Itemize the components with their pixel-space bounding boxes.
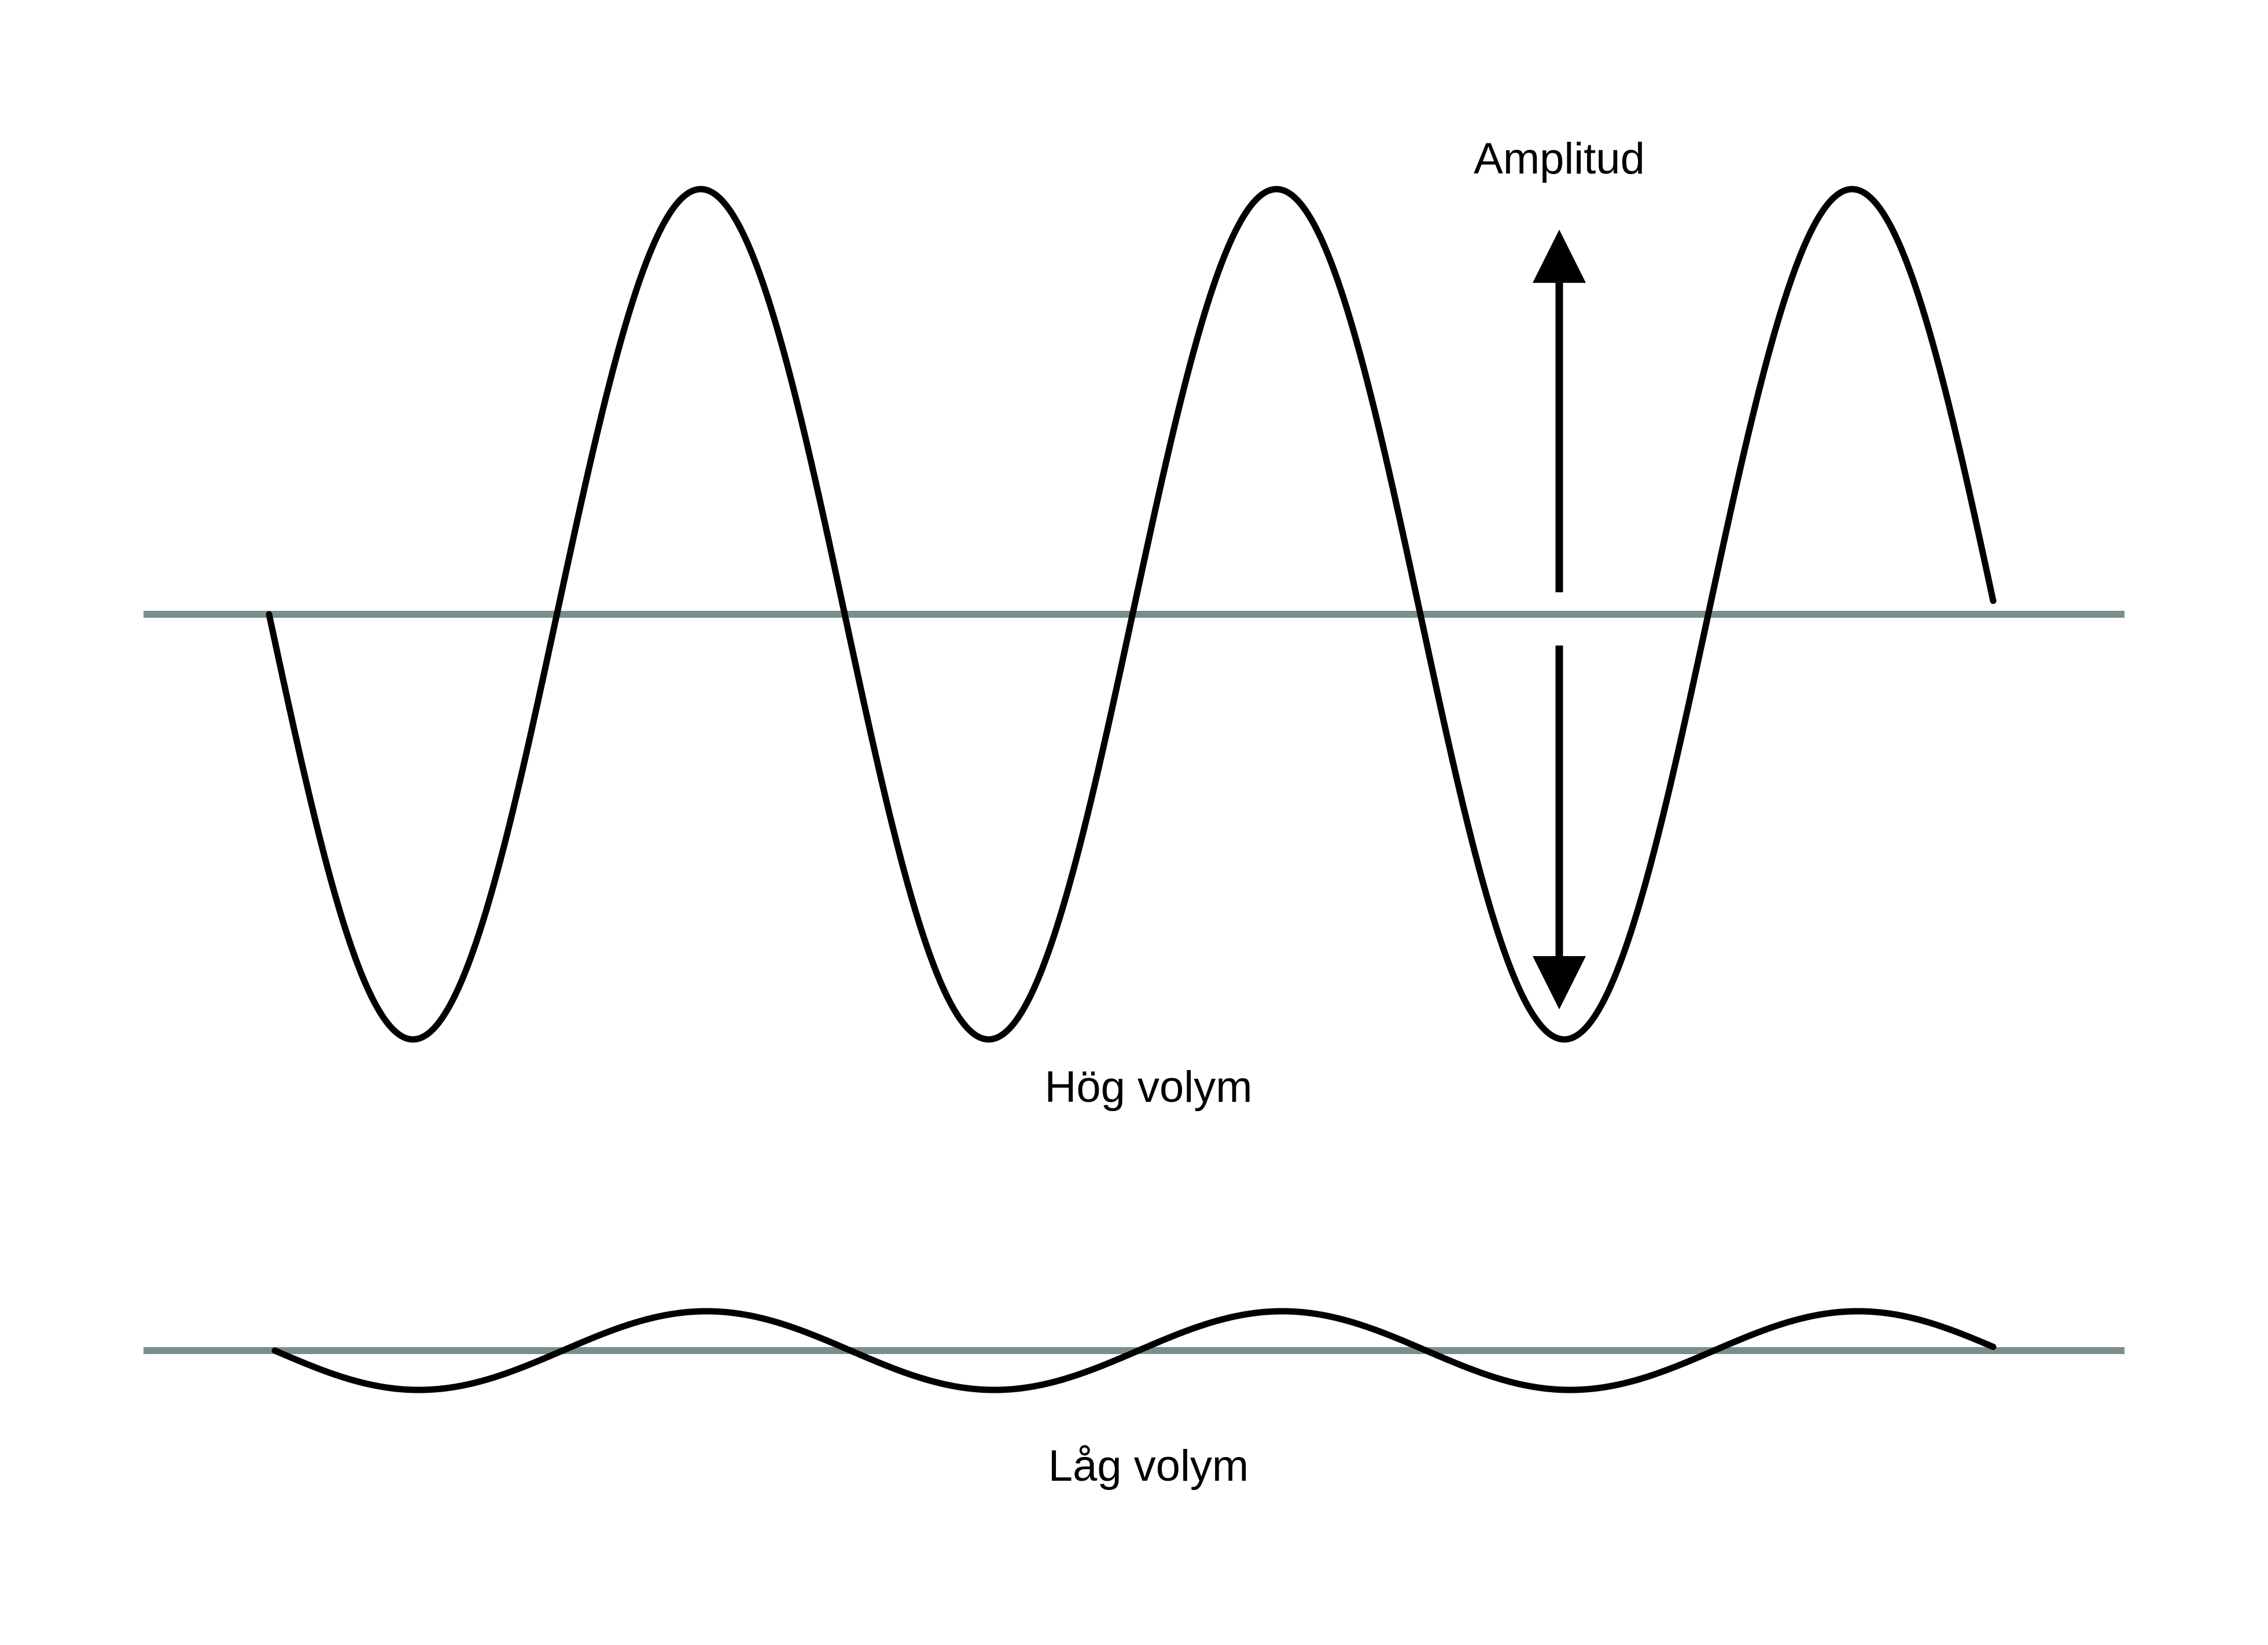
waveform-low-volume <box>271 1308 1997 1393</box>
waveform-high-volume <box>266 186 1997 1043</box>
amplitude-label: Amplitud <box>1474 134 1645 183</box>
high-volume-caption: Hög volym <box>1045 1063 1253 1112</box>
amplitude-annotation-group <box>1533 230 1586 1009</box>
high-volume-group <box>143 186 2125 1043</box>
low-volume-group <box>143 1308 2125 1393</box>
arrow-down-icon <box>1533 956 1586 1009</box>
arrow-up-icon <box>1533 230 1586 283</box>
low-volume-caption: Låg volym <box>1048 1441 1249 1491</box>
